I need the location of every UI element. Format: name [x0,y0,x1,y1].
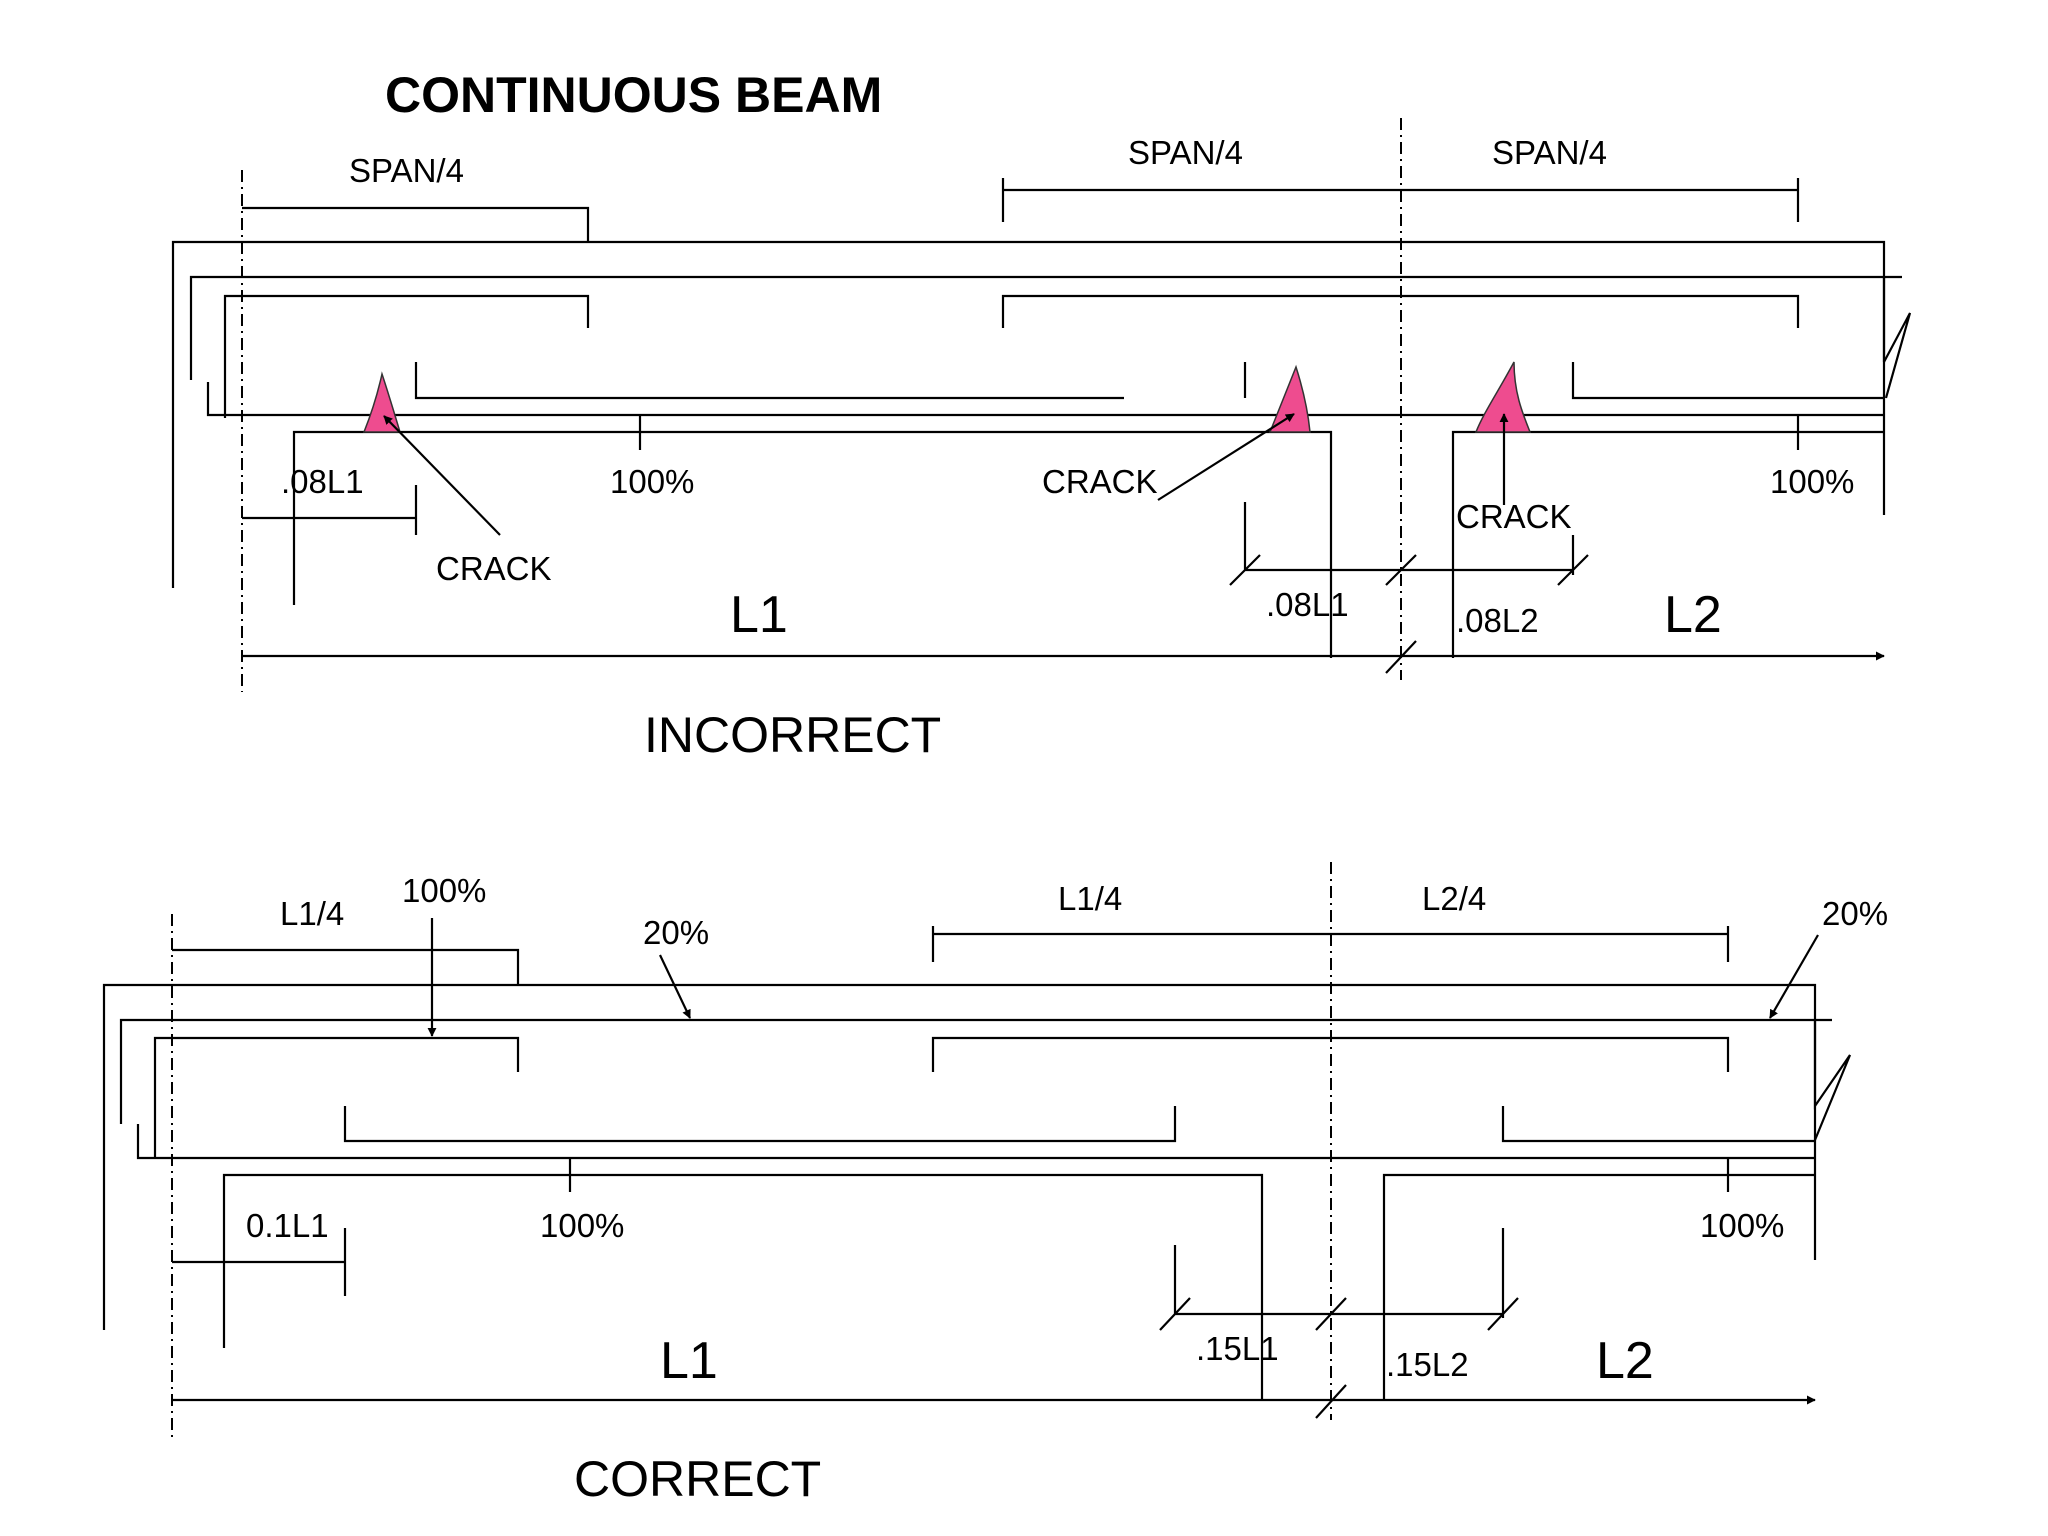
lap-splice-break [1882,277,1912,399]
span-label-l1: L1 [730,586,788,644]
top-bar-3-left [153,1036,520,1158]
caption-incorrect: INCORRECT [644,707,941,763]
dim-01l1-left [172,1228,347,1296]
lap-splice-break [1813,1020,1852,1141]
crack-mark-1 [362,371,402,433]
quarter-dim-mid [931,926,1730,962]
crack-mark-3 [1474,361,1532,433]
dim-label-01l1: 0.1L1 [246,1207,329,1244]
bottom-main-bar-l1 [222,1173,1264,1400]
span-quarter-label-mid: SPAN/4 [1128,134,1243,171]
pct-label-top-100: 100% [402,872,486,909]
beam-soffit-line [136,1124,1815,1160]
dim-label-08l1-left: .08L1 [281,463,364,500]
crack-label-1: CRACK [436,550,552,587]
top-bar-1 [102,983,1817,1330]
quarter-label-left: L1/4 [280,895,344,932]
bottom-main-bar-l2 [1451,430,1884,658]
dim-label-08l1-mid: .08L1 [1266,586,1349,623]
span-label-l2: L2 [1596,1332,1654,1390]
top-bar-3-right [931,1036,1730,1072]
top-bar-3-left [223,294,590,418]
span-quarter-label-right: SPAN/4 [1492,134,1607,171]
crack-mark-2 [1268,364,1311,433]
span-break-tick [1385,640,1417,674]
quarter-dim-left [172,948,520,985]
pct-label-left: 100% [610,463,694,500]
caption-correct: CORRECT [574,1451,821,1507]
crack-arrow-1 [383,415,501,536]
bottom-bar-right-span [1571,362,1884,400]
incorrect-detail: SPAN/4 SPAN/4 SPAN/4 .08L1 100% 100% CRA… [171,118,1912,763]
correct-detail: L1/4 100% 20% L1/4 L2/4 20% 0.1L1 100% 1… [102,862,1888,1507]
crack-label-2: CRACK [1042,463,1158,500]
crack-label-3: CRACK [1456,498,1572,535]
bottom-bar-left-span [414,362,1124,400]
dim-label-15l1: .15L1 [1196,1330,1279,1367]
dim-08l1-left [242,485,418,535]
pct-label-right: 100% [1770,463,1854,500]
crack-arrow-2 [1157,413,1295,501]
bottom-bar-left-span [343,1106,1177,1143]
dim-label-15l2: .15L2 [1386,1346,1469,1383]
bottom-bar-right-span [1501,1106,1815,1143]
span-quarter-dim-left [242,206,590,242]
span-label-l2: L2 [1664,586,1722,644]
diagram-title: CONTINUOUS BEAM [385,67,882,123]
pct-label-top-20-right: 20% [1822,895,1888,932]
pct-arrow-20-right [1769,934,1819,1019]
span-quarter-label-left: SPAN/4 [349,152,464,189]
dim-label-08l2-mid: .08L2 [1456,602,1539,639]
span-label-l1: L1 [660,1332,718,1390]
span-quarter-dim-mid [1001,178,1800,222]
top-bar-2 [189,275,1902,380]
pct-label-bottom-left: 100% [540,1207,624,1244]
bottom-main-bar-l1 [292,430,1333,658]
beam-soffit-line [206,382,1884,417]
dim-08l1-mid [1229,502,1589,586]
dim-15l1-mid [1159,1228,1519,1331]
span-break-tick [1315,1384,1347,1419]
pct-label-bottom-right: 100% [1700,1207,1784,1244]
top-bar-1 [171,240,1886,588]
bottom-main-bar-l2 [1382,1173,1815,1400]
quarter-label-mid: L1/4 [1058,880,1122,917]
pct-arrow-20-left [659,954,691,1019]
pct-label-top-20-left: 20% [643,914,709,951]
top-bar-3-right [1001,294,1800,328]
quarter-label-right: L2/4 [1422,880,1486,917]
top-bar-2 [119,1018,1832,1124]
